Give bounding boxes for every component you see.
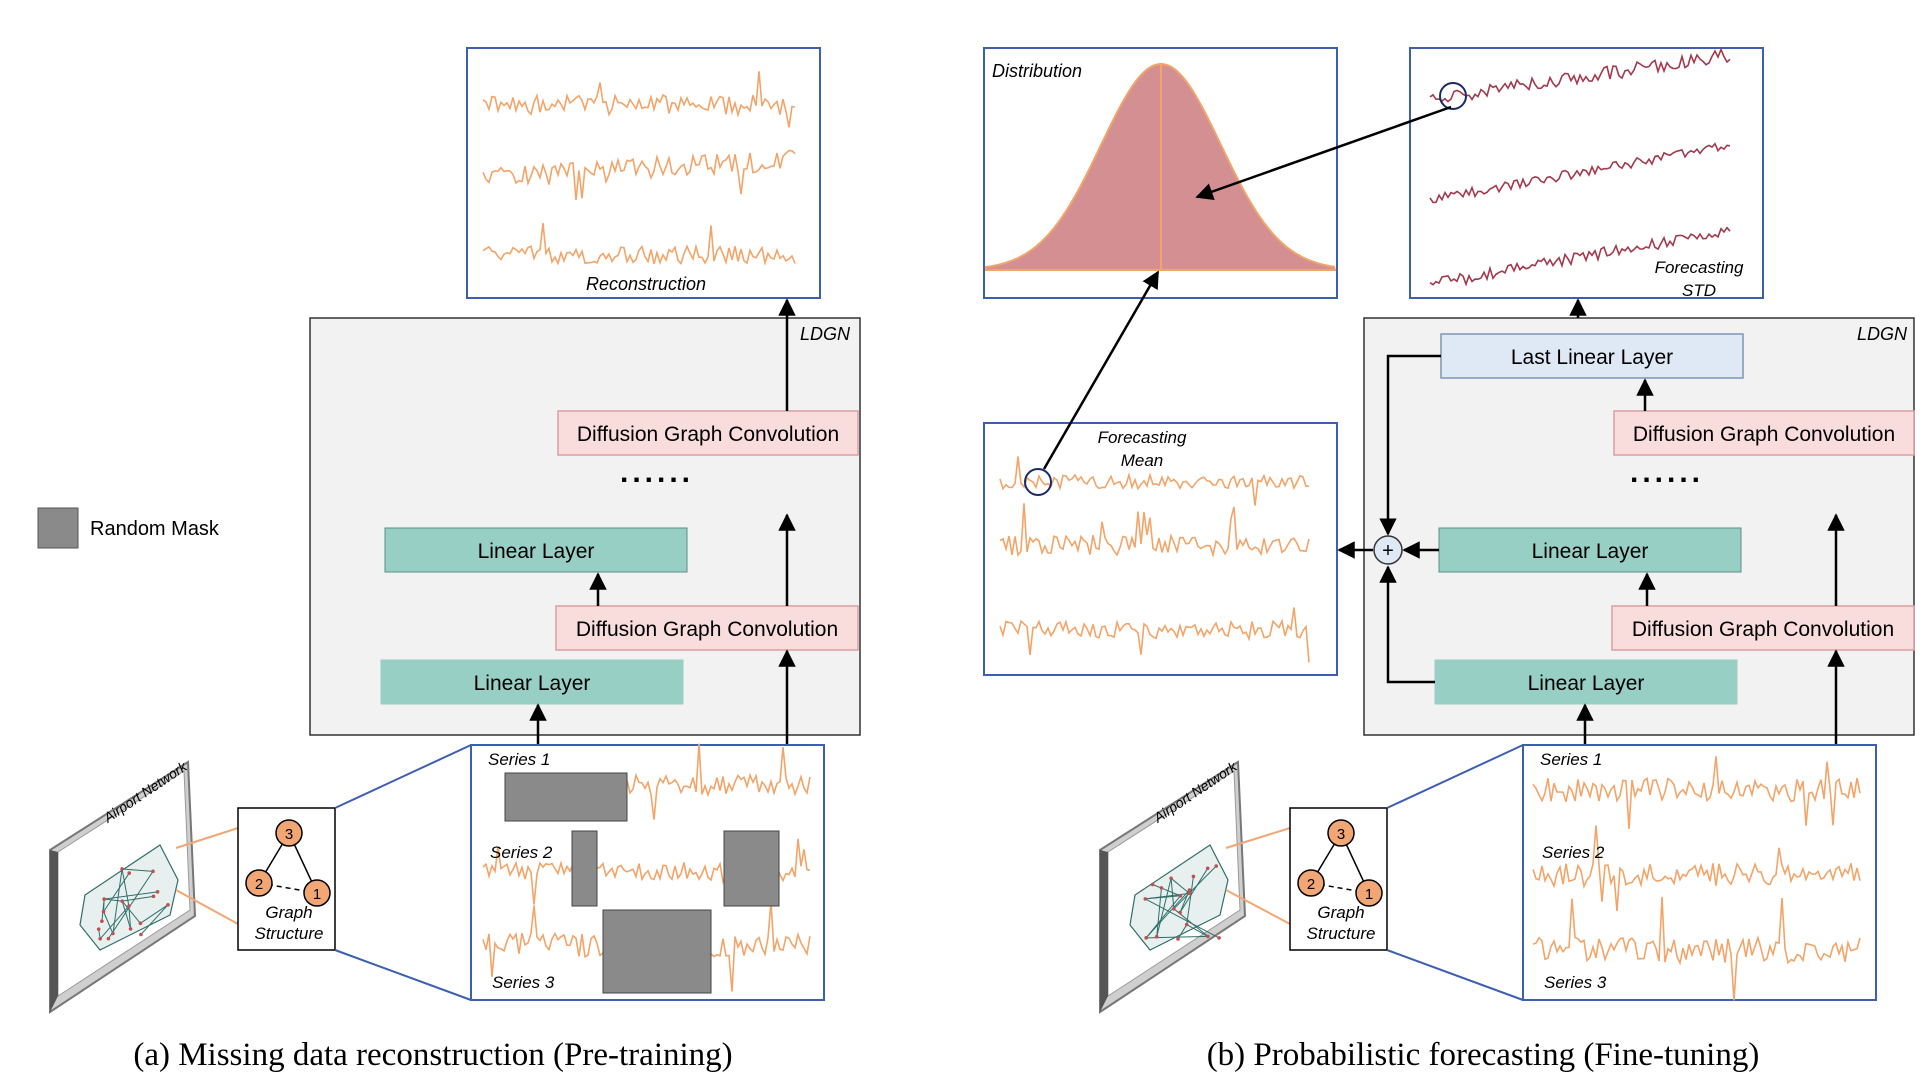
series-line: [1532, 896, 1861, 1001]
graph-node-3-b: [1327, 819, 1355, 847]
zoom-line-top-b: [1386, 744, 1524, 809]
airport-network-board-b: Airport Network: [1099, 758, 1247, 1014]
series-2-label-a: Series 2: [490, 843, 553, 862]
graph-node-3-a-label: 3: [285, 826, 293, 843]
series-line: [1429, 142, 1731, 204]
mask-block: [723, 830, 780, 907]
series-line: [999, 607, 1310, 663]
arrow-mean-to-distribution: [1042, 270, 1160, 470]
last-linear-layer-label: Last Linear Layer: [1511, 346, 1673, 369]
mask-block: [504, 772, 628, 822]
dgc-top-a: [557, 410, 859, 456]
graph-node-3-b-label: 3: [1337, 826, 1345, 843]
arrow-last-linear-skip: [1379, 354, 1441, 536]
graph-node-1-a-label: 1: [313, 886, 321, 903]
series-line: [482, 71, 796, 128]
graph-node-2-b-label: 2: [1307, 876, 1315, 893]
reconstruction-series: [482, 71, 796, 266]
mean-highlight-circle: [1024, 468, 1052, 496]
mask-block: [602, 909, 712, 994]
zoom-line-top-a: [334, 744, 472, 809]
zoom-line-bottom-b: [1386, 949, 1524, 1001]
series-3-label-a: Series 3: [492, 973, 555, 992]
series-line: [999, 503, 1310, 558]
linear-mid-b: [1438, 527, 1742, 573]
series-line: [482, 149, 796, 200]
series-line: [1429, 47, 1731, 103]
std-series: [1429, 47, 1731, 287]
series-line: [482, 223, 796, 266]
dgc-bottom-a-label: Diffusion Graph Convolution: [576, 618, 838, 641]
dgc-bottom-b: [1611, 605, 1915, 651]
std-highlight-circle: [1439, 82, 1467, 110]
ldgn-label-a: LDGN: [800, 324, 851, 344]
mean-label-line1: Forecasting: [1098, 428, 1187, 447]
caption-b: (b) Probabilistic forecasting (Fine-tuni…: [1207, 1037, 1760, 1073]
series-1-label-b: Series 1: [1540, 750, 1602, 769]
arrow-std-to-distribution: [1195, 105, 1452, 200]
graph-label-b-line1: Graph: [1317, 903, 1364, 922]
std-label-line2: STD: [1682, 281, 1716, 300]
linear-bottom-a-label: Linear Layer: [474, 672, 591, 695]
graph-node-1-b-label: 1: [1365, 886, 1373, 903]
linear-mid-a-label: Linear Layer: [478, 540, 595, 563]
linear-mid-a: [384, 527, 688, 573]
graph-node-2-a: [245, 869, 273, 897]
dots-b: ......: [1630, 456, 1704, 489]
reconstruction-box: [466, 47, 821, 299]
dgc-top-a-label: Diffusion Graph Convolution: [577, 423, 839, 446]
graph-connector-top-b: [1225, 827, 1291, 849]
dgc-top-b: [1613, 410, 1915, 456]
dgc-bottom-a: [555, 605, 859, 651]
sum-node-label: +: [1382, 540, 1394, 562]
graph-label-a-line2: Structure: [255, 924, 324, 943]
linear-bottom-b-label: Linear Layer: [1528, 672, 1645, 695]
dgc-top-b-label: Diffusion Graph Convolution: [1633, 423, 1895, 446]
caption-a: (a) Missing data reconstruction (Pre-tra…: [133, 1037, 732, 1073]
dgc-bottom-b-label: Diffusion Graph Convolution: [1632, 618, 1894, 641]
distribution-label: Distribution: [992, 61, 1082, 81]
graph-node-2-a-label: 2: [255, 876, 263, 893]
series-line: [1429, 226, 1731, 287]
series-line: [626, 743, 811, 820]
reconstruction-label: Reconstruction: [586, 274, 706, 294]
graph-node-3-a: [275, 819, 303, 847]
last-linear-layer: [1440, 333, 1744, 379]
graph-node-2-b: [1297, 869, 1325, 897]
graph-connector-bottom-a: [175, 889, 239, 925]
zoom-line-bottom-a: [334, 949, 472, 1001]
series-3-label-b: Series 3: [1544, 973, 1607, 992]
graph-label-b-line2: Structure: [1307, 924, 1376, 943]
series-2-label-b: Series 2: [1542, 843, 1605, 862]
dots-a: ......: [620, 456, 694, 489]
graph-connector-top-a: [175, 827, 239, 849]
series-line: [1532, 756, 1861, 829]
ldgn-label-b: LDGN: [1857, 324, 1908, 344]
graph-node-1-a: [303, 879, 331, 907]
graph-label-a-line1: Graph: [265, 903, 312, 922]
input-series-lines-b: [1532, 756, 1861, 1001]
random-mask-swatch: [37, 507, 79, 549]
std-label-line1: Forecasting: [1655, 258, 1744, 277]
linear-mid-b-label: Linear Layer: [1532, 540, 1649, 563]
series-line: [1532, 825, 1861, 911]
mask-block: [571, 830, 598, 907]
airport-network-board-a: Airport Network: [49, 758, 197, 1014]
sum-node: [1373, 535, 1403, 565]
series-1-label-a: Series 1: [488, 750, 550, 769]
mean-label-line2: Mean: [1121, 451, 1164, 470]
graph-connector-bottom-b: [1225, 889, 1291, 925]
random-mask-label: Random Mask: [90, 518, 220, 540]
graph-node-1-b: [1355, 879, 1383, 907]
forecasting-std-box: [1409, 47, 1764, 299]
arrow-linear-bottom-skip: [1379, 565, 1435, 684]
